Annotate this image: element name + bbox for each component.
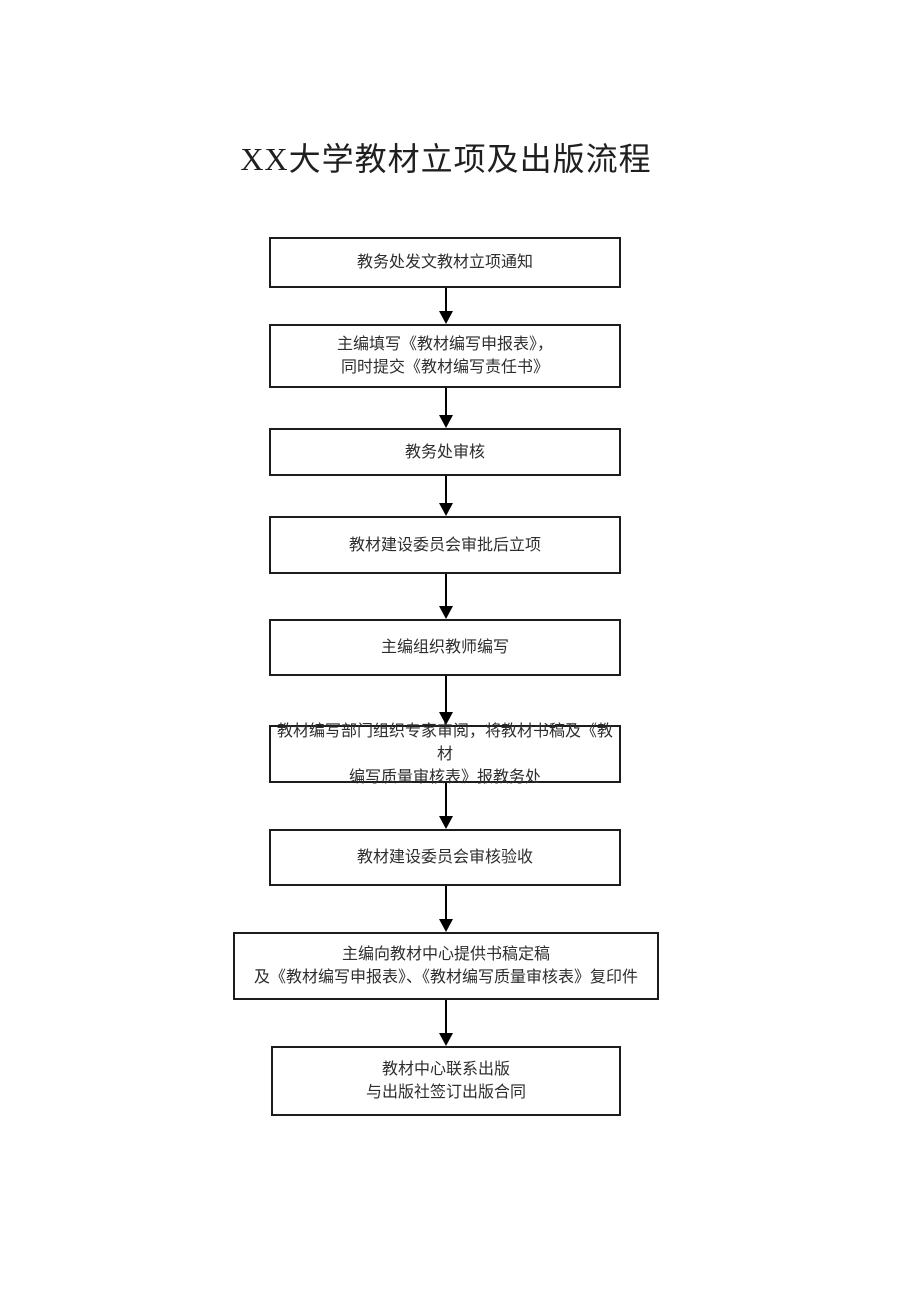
flow-step-4-label: 教材建设委员会审批后立项 <box>348 536 541 554</box>
flow-step-1: 教务处发文教材立项通知 <box>269 237 621 288</box>
flow-step-3-label: 教务处审核 <box>404 443 485 461</box>
flow-arrow-6 <box>439 783 453 829</box>
flow-step-7: 教材建设委员会审核验收 <box>269 829 621 886</box>
arrow-stem <box>445 574 447 606</box>
arrow-down-icon <box>439 712 453 725</box>
flow-step-5-label: 主编组织教师编写 <box>380 639 509 656</box>
flow-step-7-label: 教材建设委员会审核验收 <box>356 849 533 866</box>
flow-arrow-2 <box>439 388 453 428</box>
arrow-down-icon <box>439 503 453 516</box>
page-title: XX大学教材立项及出版流程 <box>240 141 652 177</box>
arrow-stem <box>445 676 447 712</box>
flow-step-1-label: 教务处发文教材立项通知 <box>356 254 533 271</box>
arrow-down-icon <box>439 415 453 428</box>
flow-step-5: 主编组织教师编写 <box>269 619 621 676</box>
flow-arrow-1 <box>439 288 453 324</box>
flow-step-9-label: 教材中心联系出版 与出版社签订出版合同 <box>365 1061 526 1101</box>
arrow-stem <box>445 388 447 415</box>
arrow-down-icon <box>439 816 453 829</box>
arrow-stem <box>445 476 447 503</box>
arrow-stem <box>445 886 447 919</box>
flow-arrow-7 <box>439 886 453 932</box>
flow-arrow-3 <box>439 476 453 516</box>
flow-step-6: 教材编写部门组织专家审阅，将教材书稿及《教材 编写质量审核表》报教务处 <box>269 723 621 786</box>
arrow-down-icon <box>439 919 453 932</box>
flow-arrow-8 <box>439 1000 453 1046</box>
arrow-down-icon <box>439 606 453 619</box>
flow-arrow-4 <box>439 574 453 619</box>
arrow-stem <box>445 288 447 311</box>
arrow-stem <box>445 1000 447 1033</box>
flow-step-6-label: 教材编写部门组织专家审阅，将教材书稿及《教材 编写质量审核表》报教务处 <box>276 722 613 786</box>
arrow-down-icon <box>439 311 453 324</box>
flow-step-4: 教材建设委员会审批后立项 <box>269 516 621 574</box>
flow-arrow-5 <box>439 676 453 725</box>
flow-step-9: 教材中心联系出版 与出版社签订出版合同 <box>271 1046 621 1116</box>
arrow-down-icon <box>439 1033 453 1046</box>
flow-step-8-label: 主编向教材中心提供书稿定稿 及《教材编写申报表》、《教材编写质量审核表》复印件 <box>253 946 638 986</box>
flow-step-2: 主编填写《教材编写申报表》， 同时提交《教材编写责任书》 <box>269 324 621 388</box>
flow-step-3: 教务处审核 <box>269 428 621 476</box>
flow-step-8: 主编向教材中心提供书稿定稿 及《教材编写申报表》、《教材编写质量审核表》复印件 <box>233 932 659 1000</box>
arrow-stem <box>445 783 447 816</box>
flow-step-2-label: 主编填写《教材编写申报表》， 同时提交《教材编写责任书》 <box>336 336 553 376</box>
